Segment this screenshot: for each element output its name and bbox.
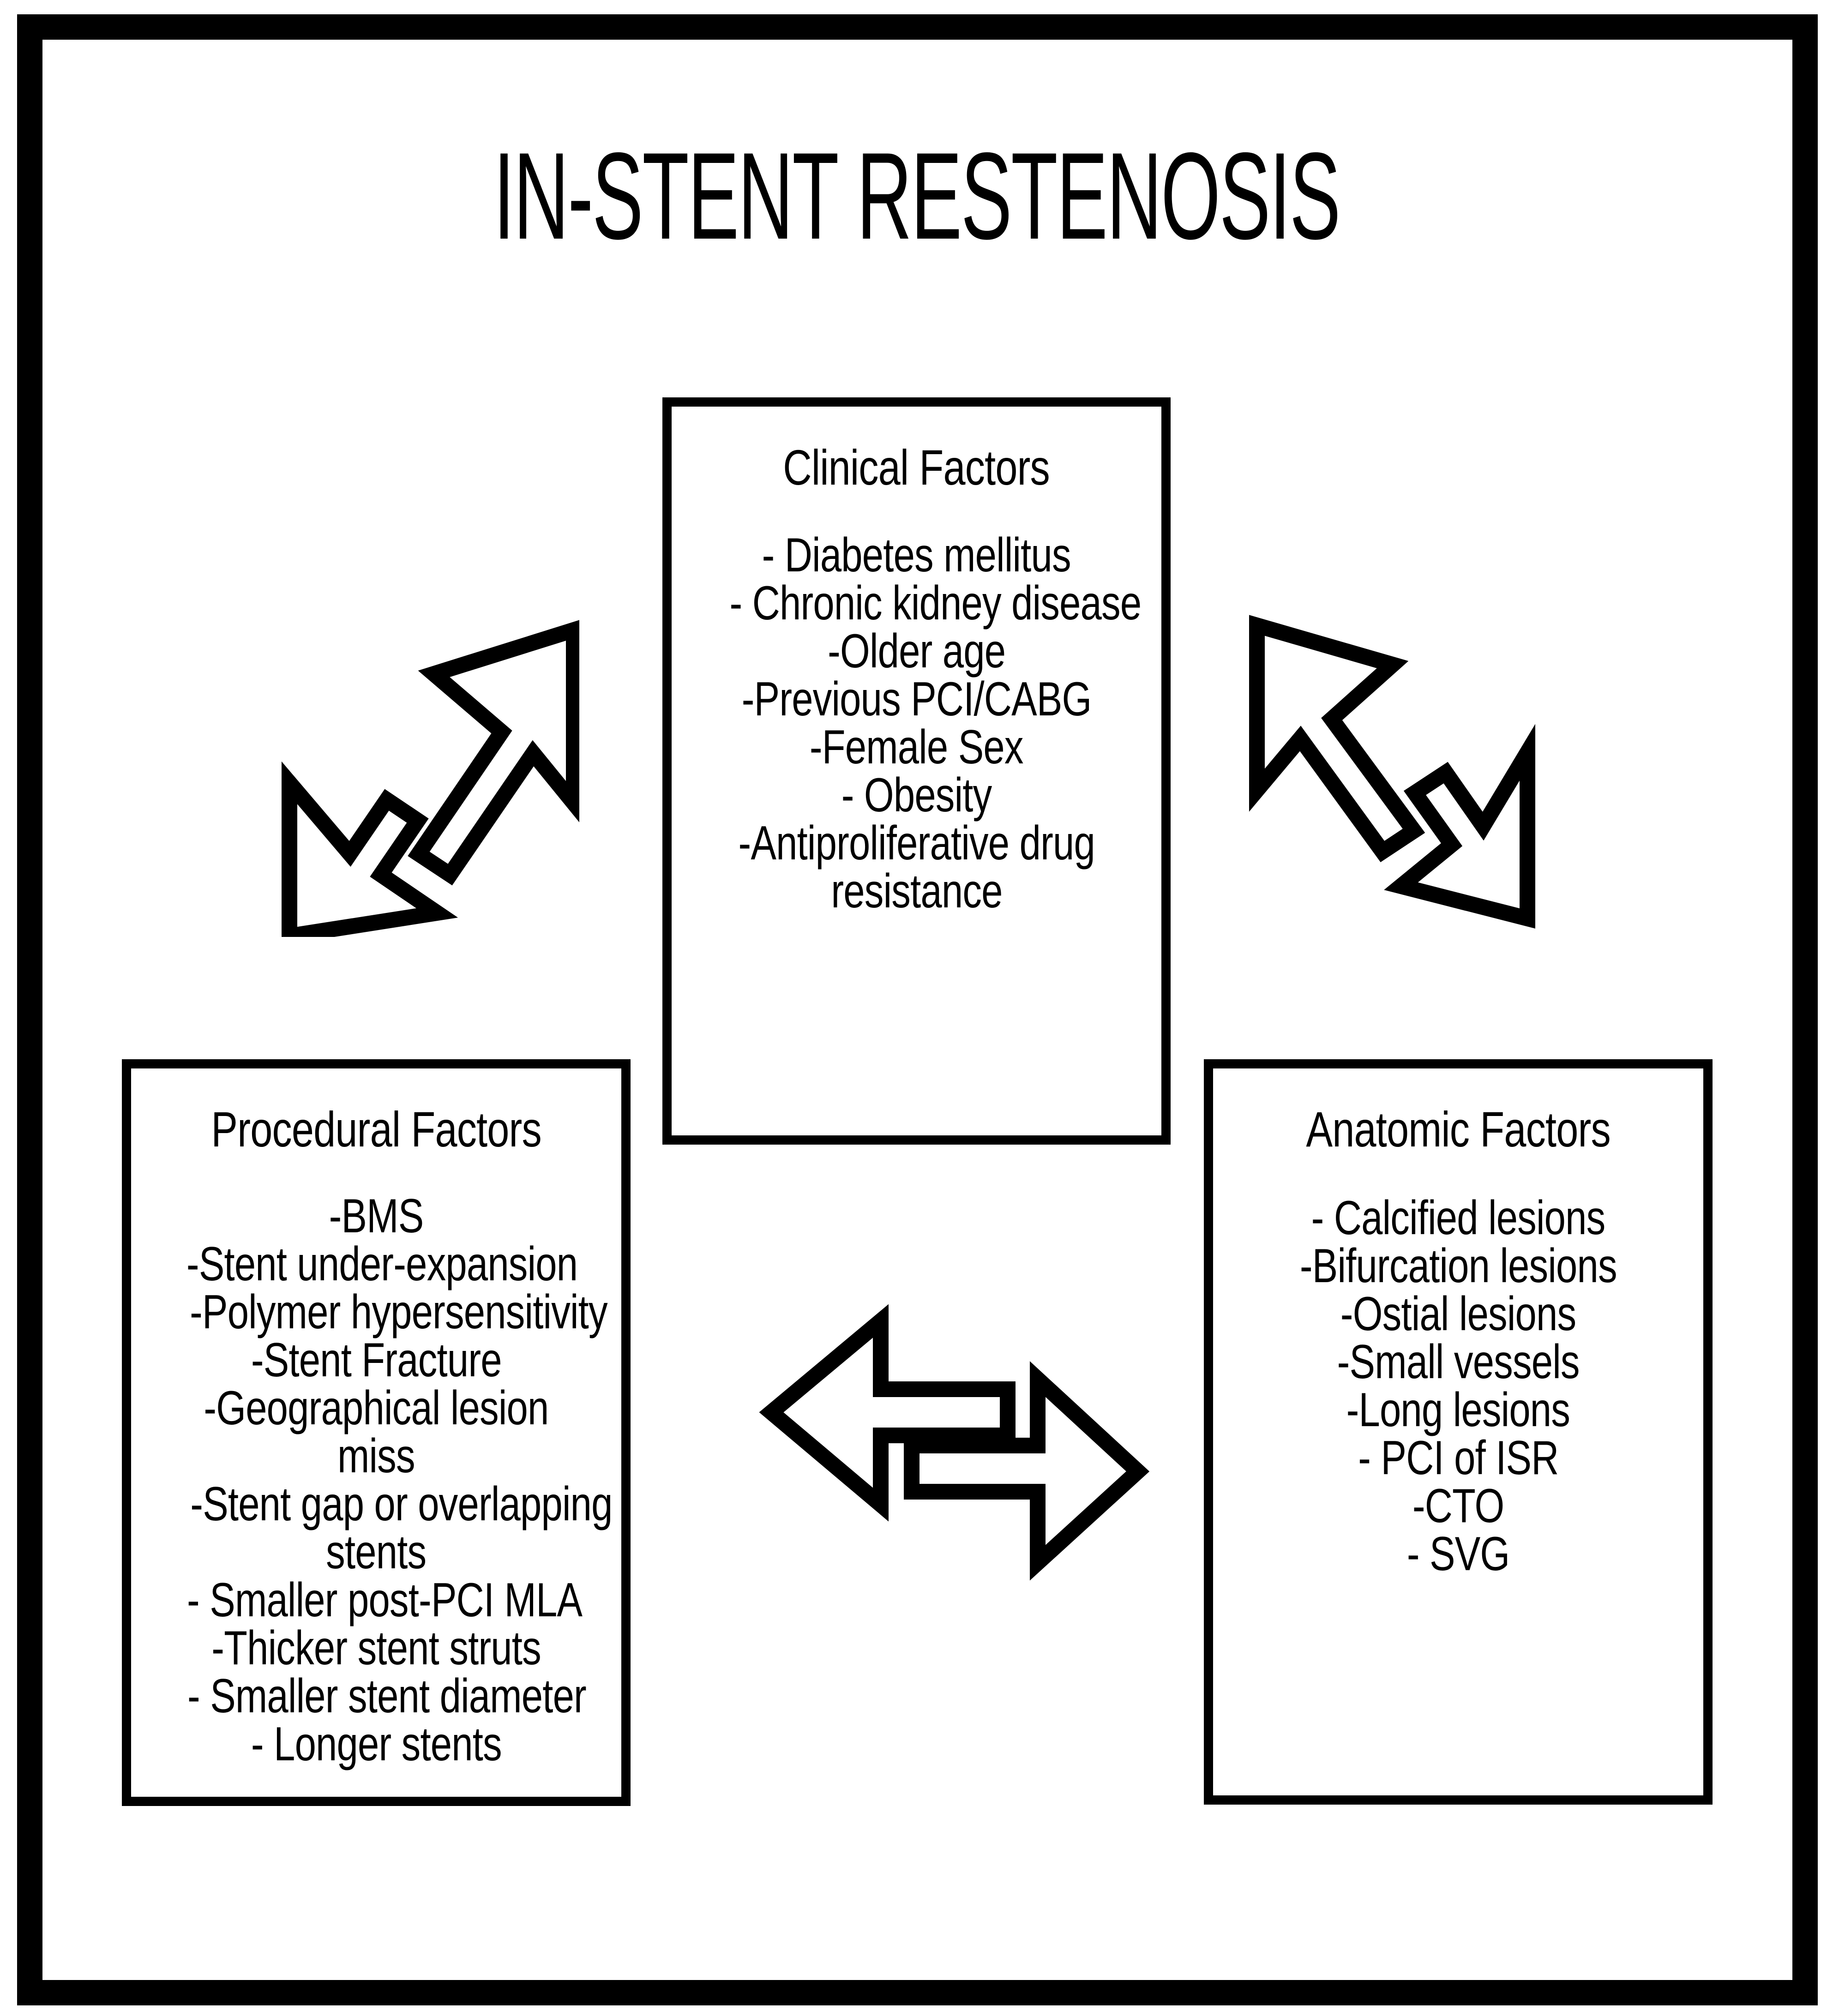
list-item: - Smaller stent diameter bbox=[187, 1669, 587, 1723]
list-item: miss bbox=[337, 1429, 415, 1483]
procedural-factors-list: -BMS -Stent under-expansion -Polymer hyp… bbox=[131, 1192, 621, 1768]
list-item: - Obesity bbox=[841, 768, 992, 822]
list-item: -Thicker stent struts bbox=[211, 1621, 541, 1675]
double-headed-diagonal-arrow-nw-se-icon bbox=[1249, 615, 1535, 929]
list-item: -Stent gap or overlapping bbox=[190, 1477, 613, 1531]
list-item: -Ostial lesions bbox=[1340, 1287, 1576, 1341]
clinical-factors-list: - Diabetes mellitus - Chronic kidney dis… bbox=[672, 531, 1161, 915]
list-item: - Smaller post-PCI MLA bbox=[187, 1573, 583, 1627]
anatomic-factors-box: Anatomic Factors - Calcified lesions -Bi… bbox=[1204, 1059, 1713, 1805]
list-item: -Polymer hypersensitivity bbox=[190, 1285, 608, 1339]
double-headed-horizontal-arrow-icon bbox=[759, 1304, 1150, 1581]
list-item: -Small vessels bbox=[1337, 1335, 1580, 1389]
anatomic-factors-list: - Calcified lesions -Bifurcation lesions… bbox=[1213, 1194, 1703, 1578]
list-item: - SVG bbox=[1406, 1527, 1510, 1581]
list-item: - Calcified lesions bbox=[1311, 1191, 1606, 1245]
list-item: -Bifurcation lesions bbox=[1299, 1239, 1617, 1293]
list-item: - Chronic kidney disease bbox=[729, 576, 1142, 630]
list-item: - PCI of ISR bbox=[1358, 1431, 1559, 1485]
clinical-factors-title: Clinical Factors bbox=[783, 439, 1051, 495]
list-item: -Female Sex bbox=[810, 720, 1024, 774]
procedural-factors-title: Procedural Factors bbox=[211, 1101, 541, 1157]
list-item: -Geographical lesion bbox=[204, 1381, 549, 1435]
list-item: -Older age bbox=[827, 624, 1006, 678]
page-title: IN-STENT RESTENOSIS bbox=[493, 126, 1341, 265]
list-item: -Stent under-expansion bbox=[186, 1237, 578, 1291]
list-item: -Previous PCI/CABG bbox=[741, 672, 1092, 726]
double-headed-diagonal-arrow-ne-sw-icon bbox=[282, 620, 579, 937]
list-item: -BMS bbox=[329, 1189, 424, 1243]
list-item: stents bbox=[326, 1525, 427, 1579]
list-item: -Stent Fracture bbox=[251, 1333, 502, 1387]
list-item: -Antiproliferative drug bbox=[738, 816, 1095, 870]
procedural-factors-box: Procedural Factors -BMS -Stent under-exp… bbox=[122, 1059, 631, 1806]
anatomic-factors-title: Anatomic Factors bbox=[1306, 1101, 1611, 1157]
list-item: -Long lesions bbox=[1346, 1383, 1570, 1437]
clinical-factors-box: Clinical Factors - Diabetes mellitus - C… bbox=[662, 397, 1171, 1145]
list-item: - Diabetes mellitus bbox=[762, 528, 1071, 582]
list-item: - Longer stents bbox=[251, 1717, 502, 1771]
list-item: -CTO bbox=[1412, 1479, 1504, 1533]
list-item: resistance bbox=[830, 864, 1003, 918]
